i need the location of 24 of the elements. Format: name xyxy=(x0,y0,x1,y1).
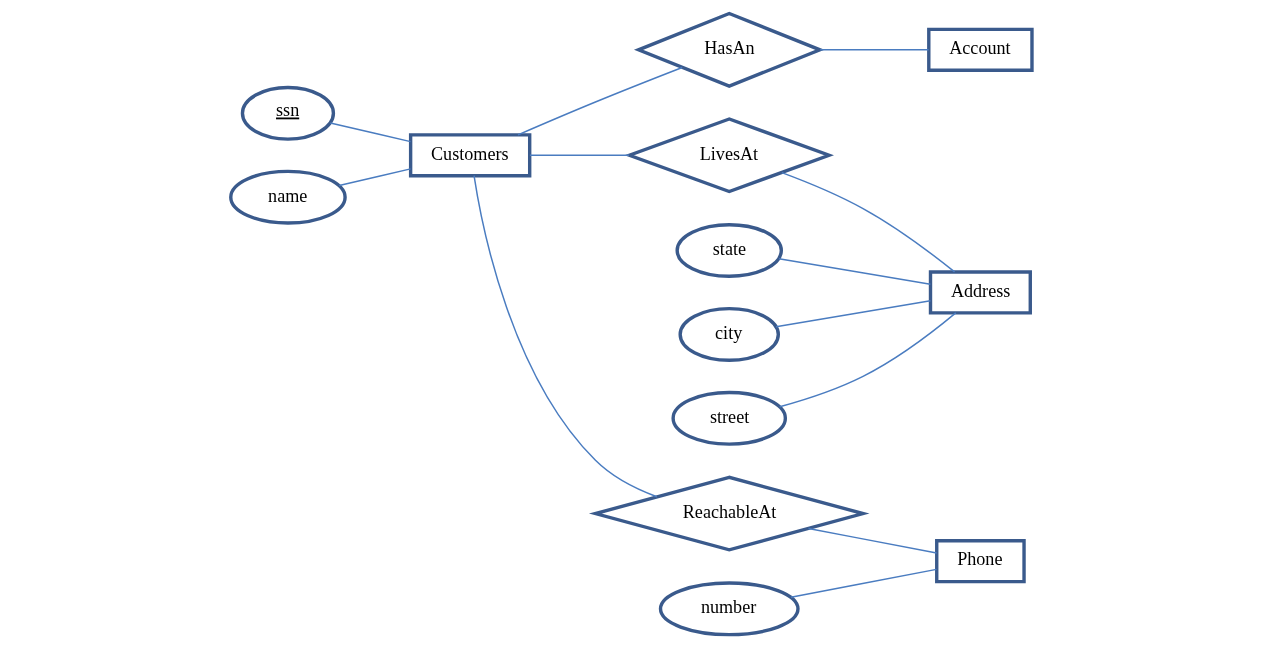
node-ellipse: ssn xyxy=(240,85,336,141)
connector xyxy=(807,527,938,554)
node-ellipse: state xyxy=(675,222,783,278)
connector xyxy=(819,48,930,51)
node-box: Account xyxy=(927,27,1034,72)
node-diamond: LivesAt xyxy=(624,116,834,193)
node-ellipse: street xyxy=(671,390,788,446)
node-diamond: ReachableAt xyxy=(588,475,870,552)
connector xyxy=(790,568,938,598)
connector xyxy=(329,121,412,142)
connector xyxy=(473,174,658,497)
connector xyxy=(781,171,956,273)
node-ellipse: city xyxy=(678,306,780,362)
connector xyxy=(517,66,683,136)
connector xyxy=(778,257,932,285)
node-ellipse: number xyxy=(658,580,800,636)
node-ellipse: name xyxy=(229,169,347,225)
node-box: Address xyxy=(928,269,1032,315)
node-box: Customers xyxy=(408,132,532,177)
node-box: Phone xyxy=(935,538,1026,583)
connector xyxy=(775,299,932,327)
connector xyxy=(779,311,957,407)
connector xyxy=(529,154,630,156)
connector xyxy=(338,167,412,186)
